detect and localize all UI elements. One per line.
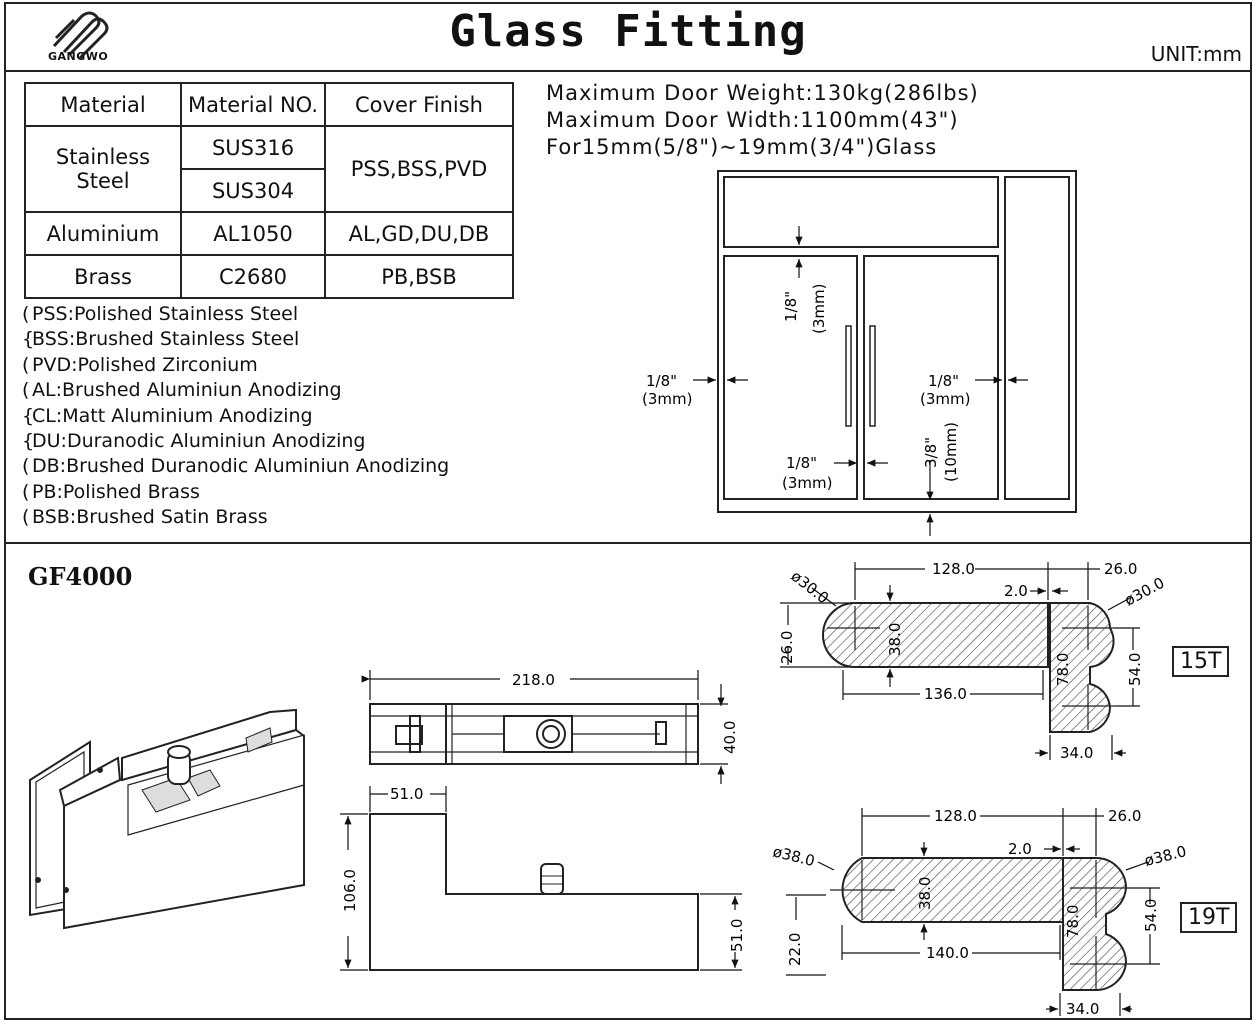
- drawing-frame: [4, 2, 1252, 1020]
- top-view-dimensions: [361, 670, 728, 784]
- gap-middle-mm-label: (3mm): [782, 474, 832, 492]
- dim-15t-right-h2: 54.0: [1126, 653, 1144, 686]
- spec-glass: For15mm(5/8")~19mm(3/4")Glass: [546, 135, 938, 159]
- fitting-side-view: [369, 813, 699, 971]
- gap-right-mm-label: (3mm): [920, 390, 970, 408]
- table-cell: Brass: [24, 254, 182, 299]
- dim-15t-foot: 34.0: [1060, 744, 1093, 762]
- table-cell: AL,GD,DU,DB: [324, 211, 514, 256]
- profile-19t-tag: 19T: [1180, 902, 1238, 933]
- legend-item: {BSS:Brushed Stainless Steel: [22, 328, 300, 351]
- table-row: SUS304: [25, 168, 513, 213]
- door-elevation: [717, 170, 1077, 513]
- finish-legend: (PSS:Polished Stainless Steel {BSS:Brush…: [22, 302, 449, 531]
- fitting-top-view: [369, 703, 699, 765]
- table-row: Brass C2680 PB,BSB: [24, 254, 514, 299]
- materials-table: Material Material NO. Cover Finish Stain…: [24, 82, 514, 299]
- profile-15t-tag: 15T: [1172, 646, 1230, 677]
- gangwo-logo-icon: [52, 11, 109, 60]
- gap-left-label: 1/8": [646, 372, 677, 390]
- table-header-row: Material Material NO. Cover Finish: [24, 82, 514, 127]
- dim-15t-bottom: 136.0: [924, 685, 967, 703]
- gap-middle-label: 1/8": [786, 454, 817, 472]
- dim-19t-top: 128.0: [934, 807, 977, 825]
- table-header: Cover Finish: [324, 82, 514, 127]
- dim-19t-right: 26.0: [1108, 807, 1141, 825]
- legend-item: (AL:Brushed Aluminiun Anodizing: [22, 379, 342, 402]
- dim-19t-right-h: 78.0: [1064, 905, 1082, 938]
- legend-item: (PB:Polished Brass: [22, 480, 200, 503]
- dim-15t-dia-left: ø30.0: [788, 567, 833, 607]
- dim-15t-dia-right: ø30.0: [1121, 574, 1167, 610]
- legend-item: {DU:Duranodic Aluminiun Anodizing: [22, 430, 366, 453]
- table-cell: Stainless Steel: [24, 125, 182, 213]
- profile-19t-dimensions: [786, 808, 1160, 1016]
- gap-bottom-mm-label: (10mm): [942, 422, 960, 482]
- profile-15t-dimensions: [780, 562, 1140, 760]
- brand-name: GANGWO: [48, 50, 109, 63]
- table-cell: SUS304: [180, 168, 326, 213]
- legend-item: (PSS:Polished Stainless Steel: [22, 303, 299, 325]
- spec-weight: Maximum Door Weight:130kg(286lbs): [546, 81, 979, 105]
- table-cell: Aluminium: [24, 211, 182, 256]
- profile-15t: [822, 602, 1115, 733]
- dim-side-foot: 51.0: [728, 919, 746, 952]
- dim-15t-right-h: 78.0: [1054, 653, 1072, 686]
- table-cell: SUS316: [180, 125, 326, 170]
- dim-19t-dia-right: ø38.0: [1143, 842, 1189, 870]
- table-row: Aluminium AL1050 AL,GD,DU,DB: [24, 211, 514, 256]
- table-row: Stainless Steel SUS316 PSS,BSS,PVD: [24, 125, 514, 213]
- legend-item: {CL:Matt Aluminium Anodizing: [22, 404, 313, 427]
- gap-left-mm-label: (3mm): [642, 390, 692, 408]
- dim-15t-top: 128.0: [932, 560, 975, 578]
- dim-19t-mid: 38.0: [916, 877, 934, 910]
- section-divider: [4, 542, 1252, 544]
- door-specs: Maximum Door Weight:130kg(286lbs) Maximu…: [546, 80, 979, 161]
- dim-15t-mid: 38.0: [886, 623, 904, 656]
- dim-19t-gap: 2.0: [1008, 840, 1032, 858]
- table-header: Material: [24, 82, 182, 127]
- table-cell: C2680: [180, 254, 326, 299]
- legend-item: (DB:Brushed Duranodic Aluminiun Anodizin…: [22, 455, 450, 478]
- legend-item: (PVD:Polished Zirconium: [22, 353, 258, 376]
- dim-19t-right-h2: 54.0: [1142, 899, 1160, 932]
- dim-15t-left: 26.0: [778, 631, 796, 664]
- dim-15t-right: 26.0: [1104, 560, 1137, 578]
- model-number: GF4000: [28, 562, 133, 591]
- spec-width: Maximum Door Width:1100mm(43"): [546, 108, 959, 132]
- header-divider: [4, 70, 1252, 72]
- table-header: Material NO.: [180, 82, 326, 127]
- gap-top-mm-label: (3mm): [810, 284, 828, 334]
- legend-item: (BSB:Brushed Satin Brass: [22, 506, 268, 529]
- dim-19t-left: 22.0: [786, 933, 804, 966]
- dim-side-height: 106.0: [341, 869, 359, 912]
- gap-top-label: 1/8": [782, 291, 800, 322]
- page-title: Glass Fitting: [449, 6, 807, 57]
- dim-top-height: 40.0: [721, 721, 739, 754]
- gap-right-label: 1/8": [928, 372, 959, 390]
- dim-15t-gap: 2.0: [1004, 582, 1028, 600]
- dim-top-width: 218.0: [512, 671, 555, 689]
- dim-19t-dia-left: ø38.0: [771, 842, 817, 870]
- profile-19t: [830, 857, 1128, 992]
- fitting-isometric: [29, 708, 305, 930]
- dim-side-offset: 51.0: [390, 785, 423, 803]
- door-gap-arrows: [693, 226, 1028, 536]
- side-view-dimensions: [340, 786, 742, 971]
- gap-bottom-label: 3/8": [922, 437, 940, 468]
- table-cell: AL1050: [180, 211, 326, 256]
- table-cell: PSS,BSS,PVD: [324, 125, 514, 213]
- dim-19t-bottom: 140.0: [926, 944, 969, 962]
- dim-19t-foot: 34.0: [1066, 1000, 1099, 1018]
- unit-label: UNIT:mm: [1150, 42, 1242, 66]
- table-cell: PB,BSB: [324, 254, 514, 299]
